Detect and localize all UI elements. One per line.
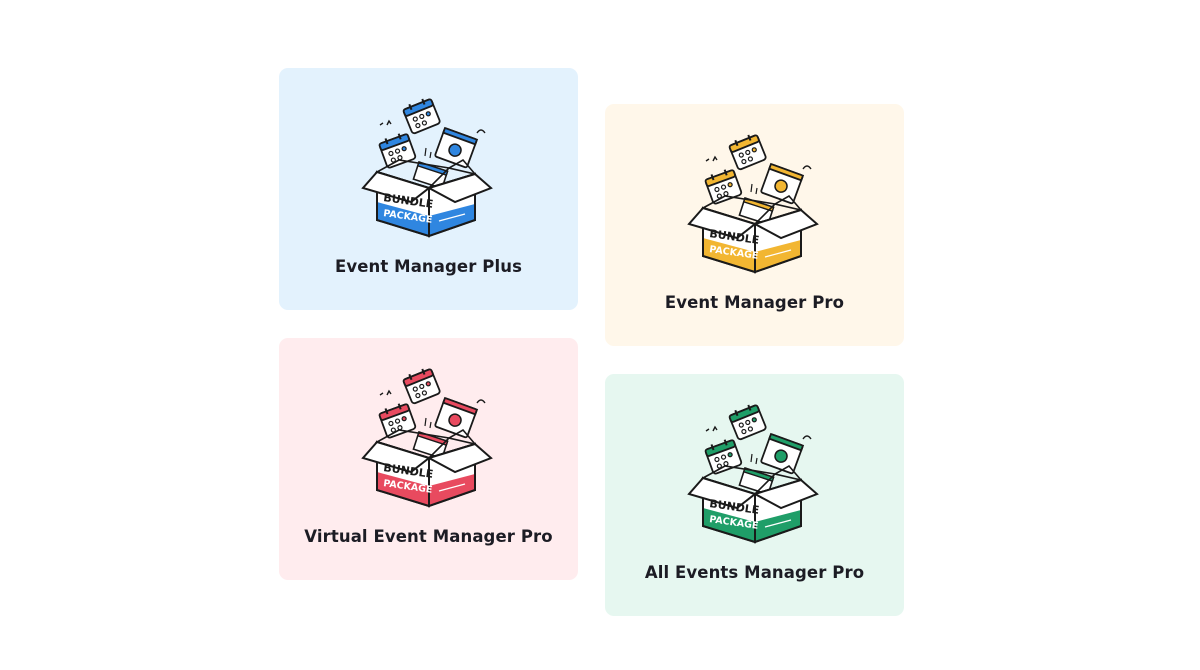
product-card-event-manager-pro[interactable]: BUNDLE PACKAGE Event Manager Pro (605, 104, 904, 346)
bundle-package-box-icon: BUNDLE PACKAGE (686, 404, 819, 544)
product-card-event-manager-plus[interactable]: BUNDLE PACKAGE Event Manager Plus (279, 68, 578, 310)
product-title: Event Manager Pro (664, 293, 845, 312)
bundle-package-box-icon: BUNDLE PACKAGE (360, 98, 493, 238)
product-title: All Events Manager Pro (644, 563, 865, 582)
product-title: Virtual Event Manager Pro (304, 527, 553, 546)
product-card-all-events-manager-pro[interactable]: BUNDLE PACKAGE All Events Manager Pro (605, 374, 904, 616)
bundle-package-box-icon: BUNDLE PACKAGE (686, 134, 819, 274)
product-title: Event Manager Plus (334, 257, 523, 276)
bundle-package-box-icon: BUNDLE PACKAGE (360, 368, 493, 508)
product-card-virtual-event-manager-pro[interactable]: BUNDLE PACKAGE Virtual Event Manager Pro (279, 338, 578, 580)
